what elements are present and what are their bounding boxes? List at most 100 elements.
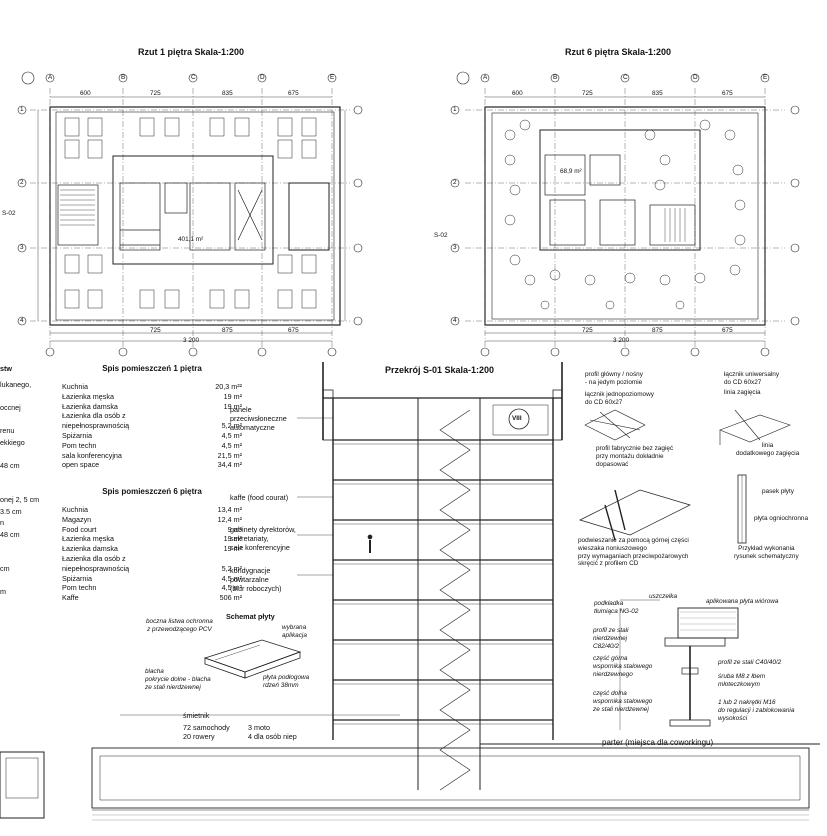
left-cut-line	[0, 541, 45, 553]
left-cut-line: 48 cm	[0, 460, 20, 470]
dim-4: 675	[288, 90, 299, 97]
rooms-6-title: Spis pomieszczeń 6 piętra	[102, 487, 202, 496]
grid-row-1: 1	[20, 106, 24, 113]
grid6-col-b: B	[553, 74, 558, 81]
ceil-l10: Przykład wykonania rysunek schematyczny	[734, 545, 799, 560]
ceil-l1: profil główny / nośny - na jedym poziomi…	[585, 371, 643, 386]
dim-b2: 875	[222, 327, 233, 334]
room-name: Magazyn	[62, 514, 92, 524]
room-area: 19 m²	[223, 391, 242, 401]
ceil-l4: linia zagięcia	[724, 389, 761, 396]
room-area: 506 m²	[219, 593, 242, 603]
dim6-4: 675	[722, 90, 733, 97]
plan-6-title: Rzut 6 piętra Skala-1:200	[565, 47, 672, 57]
room-name: Spiżarnia	[62, 430, 92, 440]
pedestal-drawing	[619, 599, 739, 730]
ceil-l5: linia dodatkowego zagięcia	[736, 442, 800, 457]
grid-col-c: C	[191, 74, 196, 81]
plan-1-title: Rzut 1 piętra Skala-1:200	[138, 47, 245, 57]
room-row: Magazyn 12,4 m²	[62, 515, 242, 525]
room-name: Food court	[62, 524, 97, 534]
left-cut-line	[0, 415, 45, 427]
room-name: open space	[62, 460, 100, 470]
room-row: Łazienka dla osób z	[62, 554, 242, 564]
plan-6-floor	[450, 71, 800, 357]
ceil-l7: podwieszanie za pomocą górnej części wie…	[578, 537, 689, 568]
room-name: niepełnosprawnością	[62, 421, 130, 431]
grid-row-4: 4	[20, 317, 24, 324]
left-cut-line: onej 2, 5 cm	[0, 495, 40, 504]
section-mark-6: S-02	[434, 232, 448, 239]
left-cut-line	[0, 576, 45, 588]
room-area: 9 m²	[227, 524, 242, 534]
ped-l8: część dolna wspornika stalowego ze stali…	[593, 690, 653, 713]
floor-scheme-l4: płyta podłogowa rdzeń 38mm	[263, 674, 310, 689]
room-area: 34,4 m²	[217, 460, 242, 470]
ped-l3: aplikowana płyta wiórowa	[706, 598, 779, 605]
dim6-b3: 675	[722, 327, 733, 334]
room-name: niepełnosprawnością	[62, 563, 130, 573]
left-cut-line: 48 cm	[0, 529, 20, 539]
room-name: Łazienka dla osób z	[62, 411, 126, 421]
room-area: 12,4 m²	[217, 514, 242, 524]
room-area: 20,3 m²²	[215, 382, 242, 391]
section-title: Przekrój S-01 Skala-1:200	[385, 365, 495, 375]
room-name: Pom techn	[62, 583, 97, 593]
grid-row-3: 3	[20, 244, 24, 251]
room-area: 4,5 m²	[221, 583, 242, 593]
left-cut-line	[0, 472, 45, 484]
room-name: Łazienka dla osób z	[62, 553, 126, 563]
floor-scheme-title: Schemat płyty	[226, 612, 275, 621]
room-row: niepełnosprawnością 5,2 m²	[62, 421, 242, 431]
grid-col-b: B	[121, 74, 126, 81]
label-panels: panele przeciwsłoneczne automatyczne	[230, 405, 287, 432]
grid6-row-3: 3	[453, 244, 457, 251]
room-row: Łazienka dla osób z	[62, 411, 242, 421]
floor-scheme-l2: wybrana aplikacja	[282, 624, 307, 639]
dim6-b2: 875	[652, 327, 663, 334]
room-name: Pom techn	[62, 440, 97, 450]
left-cut-line: m	[0, 587, 6, 596]
left-cut-heading: stw	[0, 364, 12, 373]
plan-1-floor	[17, 71, 363, 357]
dim-total: 3 200	[183, 337, 199, 344]
floor-scheme-drawing	[203, 639, 302, 679]
dim6-3: 835	[652, 90, 663, 97]
room-area: 21,5 m²	[217, 450, 242, 460]
dim-1: 600	[80, 90, 91, 97]
room-area: 19 m²	[223, 534, 242, 544]
ped-l6: profil ze stali C40/40/2	[718, 659, 782, 666]
grid6-col-c: C	[623, 74, 628, 81]
room-name: Łazienka damska	[62, 544, 118, 554]
dim-b3: 675	[288, 327, 299, 334]
room-area: 5,2 m²	[221, 421, 242, 431]
room-area: 4,5 m²	[221, 440, 242, 450]
ped-l4: profil ze stali nierdzewnej C82/40/2	[593, 627, 629, 650]
roman-numeral: VIII	[512, 415, 522, 422]
label-kaffe: kaffe (food courat)	[230, 493, 289, 502]
ceil-l2: łącznik jednopoziomowy do CD 60x27	[585, 391, 654, 406]
grid-col-e: E	[330, 74, 335, 81]
left-cut-line: n	[0, 518, 4, 527]
ceil-l6: profil fabrycznie bez zagięć przy montaż…	[596, 445, 674, 468]
label-offices: gabinety dyrektorów, sekretariaty, sale …	[230, 525, 296, 552]
plan6-area: 68,9 m²	[560, 168, 582, 175]
room-name: Spiżarnia	[62, 573, 92, 583]
room-area: 19 m²	[223, 401, 242, 411]
grid6-row-4: 4	[453, 317, 457, 324]
ceil-l8: pasek płyty	[762, 488, 794, 495]
room-row: Food court 9 m²	[62, 525, 242, 535]
grid6-col-a: A	[483, 74, 488, 81]
left-cut-line: ekkiego	[0, 437, 25, 447]
